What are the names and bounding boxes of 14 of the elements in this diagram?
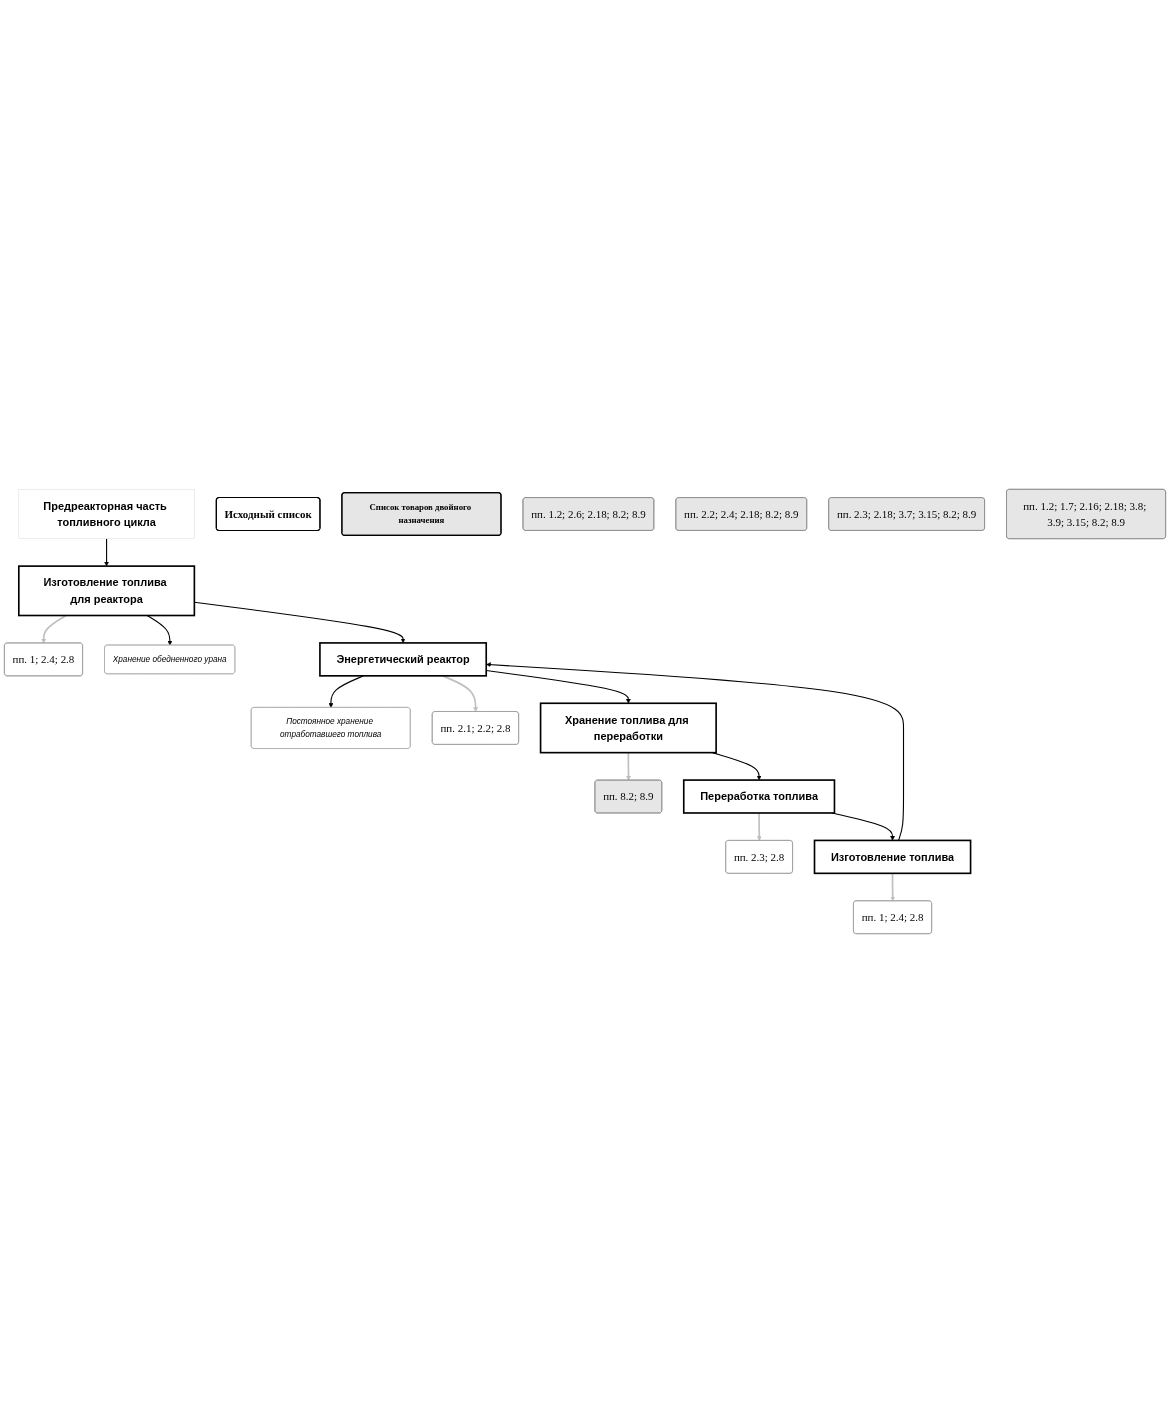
node-box: Хранение топлива для переработки	[539, 702, 717, 754]
node-box: Энергетический реактор	[319, 642, 488, 677]
arrow	[41, 614, 67, 644]
arrow	[146, 614, 173, 646]
node-box: Изготовление топлива	[813, 839, 972, 875]
node-box: Переработка топлива	[682, 779, 836, 814]
arrow	[486, 662, 905, 841]
arrow	[756, 812, 762, 841]
arrow	[890, 872, 896, 902]
node-box: Предреакторная часть топливного цикла	[18, 489, 195, 539]
node-box: Изготовление топлива для реактора	[18, 565, 196, 617]
arrow	[104, 538, 109, 567]
arrow	[441, 675, 479, 712]
arrow	[626, 751, 631, 781]
